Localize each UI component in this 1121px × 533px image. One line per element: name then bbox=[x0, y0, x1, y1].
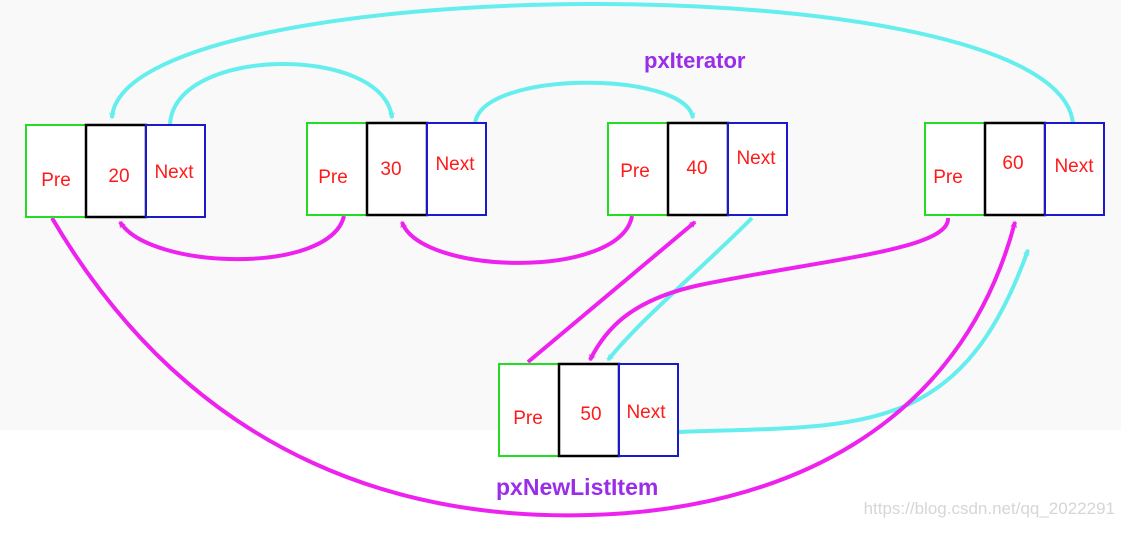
iterator-label: pxIterator bbox=[644, 48, 746, 73]
next-cell bbox=[145, 124, 206, 218]
pre-cell bbox=[607, 122, 669, 216]
arrow-pre-40-to-30 bbox=[400, 215, 634, 265]
pre-cell bbox=[306, 122, 368, 216]
next-cell bbox=[1044, 122, 1105, 216]
pre-label: Pre bbox=[933, 167, 963, 188]
pre-label: Pre bbox=[620, 161, 650, 182]
pre-label: Pre bbox=[318, 167, 348, 188]
arrow-next-60-to-20 bbox=[108, 2, 1075, 125]
list-node-60: Pre 60 Next bbox=[924, 121, 1105, 217]
value-label: 20 bbox=[108, 166, 129, 187]
value-label: 60 bbox=[1002, 153, 1023, 174]
next-cell bbox=[727, 122, 788, 216]
arrow-pre-30-to-20 bbox=[118, 215, 346, 262]
value-label: 30 bbox=[380, 159, 401, 180]
pre-pointer-arrows bbox=[50, 215, 1017, 518]
arrow-pre-20-to-60 bbox=[50, 216, 1017, 518]
watermark: https://blog.csdn.net/qq_2022291 bbox=[863, 499, 1115, 518]
value-cell bbox=[557, 362, 621, 458]
pre-label: Pre bbox=[513, 408, 543, 429]
pre-label: Pre bbox=[41, 170, 71, 191]
pre-cell bbox=[924, 122, 986, 216]
list-node-30: Pre 30 Next bbox=[306, 121, 487, 217]
arrow-next-50-to-60 bbox=[677, 248, 1030, 434]
value-cell bbox=[365, 121, 429, 217]
arrow-pre-60-to-50 bbox=[588, 217, 951, 362]
next-label: Next bbox=[435, 154, 475, 175]
next-label: Next bbox=[626, 402, 666, 423]
next-cell bbox=[426, 122, 487, 216]
value-cell bbox=[983, 121, 1047, 217]
list-node-50-new-item: Pre 50 Next bbox=[498, 362, 679, 458]
next-label: Next bbox=[154, 162, 194, 183]
arrow-next-30-to-40 bbox=[473, 80, 696, 125]
value-label: 40 bbox=[686, 158, 707, 179]
list-node-40: Pre 40 Next bbox=[607, 121, 788, 217]
new-list-item-label: pxNewListItem bbox=[496, 474, 659, 500]
list-node-20: Pre 20 Next bbox=[25, 123, 206, 219]
next-cell bbox=[618, 363, 679, 457]
next-label: Next bbox=[1054, 156, 1094, 177]
arrow-pre-50-to-40 bbox=[526, 220, 697, 364]
arrow-next-20-to-30 bbox=[168, 62, 395, 125]
value-label: 50 bbox=[580, 404, 601, 425]
next-label: Next bbox=[736, 148, 776, 169]
value-cell bbox=[84, 123, 148, 219]
